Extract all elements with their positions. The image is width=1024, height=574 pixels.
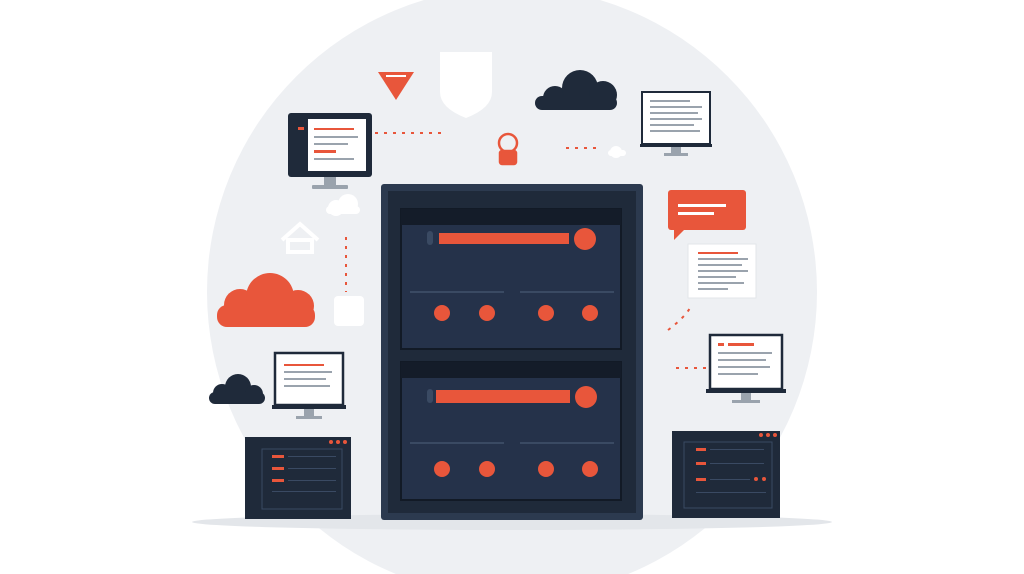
server-unit-bottom (400, 361, 622, 501)
chat-bubble-icon (668, 190, 746, 240)
desktop-monitor-top-left (288, 113, 372, 189)
faint-cloud-icon (608, 146, 626, 158)
terminal-window-left (245, 437, 351, 519)
server-rack (381, 184, 643, 520)
cloud-icon-bottom-navy (209, 374, 265, 404)
status-bar (436, 390, 570, 403)
led-indicator (479, 461, 495, 477)
desktop-monitor-top-right (640, 91, 712, 156)
faint-list-icon (334, 296, 364, 326)
shield-icon (440, 52, 492, 118)
lock-icon (497, 132, 519, 166)
small-cloud-outline-icon (326, 194, 360, 216)
warning-triangle-icon (378, 72, 414, 100)
status-bar (439, 233, 569, 244)
led-indicator (479, 305, 495, 321)
cloud-icon-top-navy (535, 70, 617, 110)
desktop-monitor-bottom-right (706, 333, 786, 403)
led-indicator (538, 461, 554, 477)
led-indicator (582, 305, 598, 321)
power-indicator (574, 228, 596, 250)
terminal-window-right (672, 431, 780, 518)
server-unit-top (400, 208, 622, 350)
led-indicator (538, 305, 554, 321)
document-icon (687, 243, 757, 299)
desktop-monitor-bottom-left (272, 351, 346, 419)
cloud-icon-orange (217, 273, 315, 327)
led-indicator (434, 461, 450, 477)
home-icon (280, 221, 320, 254)
power-indicator (575, 386, 597, 408)
led-indicator (582, 461, 598, 477)
connector-lines (345, 132, 706, 369)
led-indicator (434, 305, 450, 321)
